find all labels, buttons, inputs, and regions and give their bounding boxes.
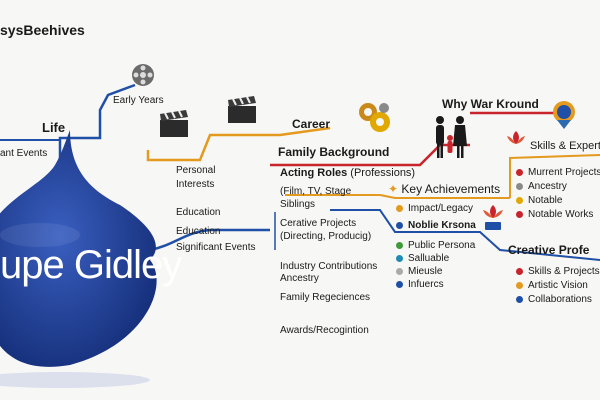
list-item-label: Mieusle bbox=[408, 266, 443, 277]
bullet-icon bbox=[516, 182, 523, 190]
list-item: Mieusle bbox=[396, 266, 442, 277]
award-badge-icon bbox=[553, 101, 575, 129]
node-significant-events: Significant Events bbox=[176, 242, 256, 253]
family-icon bbox=[436, 116, 467, 158]
node-why: Why War Kround bbox=[442, 97, 539, 111]
key-achievements-label: Key Achievements bbox=[401, 182, 501, 196]
central-bubble bbox=[0, 130, 157, 388]
node-siblings: Siblings bbox=[280, 199, 316, 210]
bullet-icon bbox=[516, 210, 523, 218]
bullet-icon bbox=[516, 281, 523, 289]
node-education-2: Education bbox=[176, 226, 221, 237]
node-early-years: Early Years bbox=[113, 95, 164, 106]
acting-roles-label: Acting Roles bbox=[280, 167, 348, 179]
list-item: Artistic Vision bbox=[516, 280, 588, 291]
sparkle-icon: ✦ bbox=[388, 182, 399, 196]
list-item-label: Artistic Vision bbox=[528, 280, 588, 291]
bullet-icon bbox=[396, 280, 403, 288]
bullet-icon bbox=[396, 267, 403, 275]
node-noble-persona: Noblie Krsona bbox=[396, 220, 476, 231]
list-item-label: Notable bbox=[528, 195, 563, 206]
list-item-label: Salluable bbox=[408, 253, 450, 264]
node-film-tv-stage: (Film, TV, Stage bbox=[280, 186, 352, 197]
impact-legacy-label: Impact/Legacy bbox=[408, 203, 474, 214]
list-item: Ancestry bbox=[516, 181, 567, 192]
central-name: upe Gidley bbox=[0, 243, 182, 287]
clapperboard-icon bbox=[160, 110, 188, 137]
list-item-label: Murrent Projects bbox=[528, 167, 600, 178]
list-item-label: Ancestry bbox=[528, 181, 567, 192]
bullet-icon bbox=[516, 295, 523, 303]
bullet-icon bbox=[396, 241, 403, 249]
list-item-label: Infuercs bbox=[408, 279, 444, 290]
list-item-label: Public Persona bbox=[408, 240, 476, 251]
clapperboard-icon bbox=[228, 96, 256, 123]
brand-title: sysBeehives bbox=[0, 22, 85, 38]
list-item: Public Persona bbox=[396, 240, 475, 251]
bullet-icon bbox=[516, 196, 523, 204]
list-item: Skills & Projects bbox=[516, 266, 600, 277]
node-creative-projects: Cerative Projects bbox=[280, 218, 357, 229]
gears-icon bbox=[359, 103, 390, 132]
node-awards-recognition: Awards/Recogintion bbox=[280, 325, 369, 336]
node-acting-roles: Acting Roles (Professions) bbox=[280, 167, 415, 179]
node-life: Life bbox=[42, 120, 66, 135]
lotus-icon bbox=[507, 131, 525, 144]
list-item: Notable Works bbox=[516, 209, 593, 220]
node-creative-projects-sub: (Directing, Producig) bbox=[280, 231, 372, 242]
bullet-icon bbox=[516, 267, 523, 275]
list-item-label: Notable Works bbox=[528, 209, 594, 220]
list-item: Salluable bbox=[396, 253, 449, 264]
node-skills-expertise: Skills & Experti bbox=[530, 140, 600, 152]
node-impact-legacy: Impact/Legacy bbox=[396, 203, 473, 214]
list-item: Collaborations bbox=[516, 294, 592, 305]
bullet-icon bbox=[396, 221, 403, 229]
node-career: Career bbox=[292, 117, 331, 131]
acting-roles-suffix: (Professions) bbox=[350, 167, 416, 179]
node-family-regeciences: Family Regeciences bbox=[280, 292, 371, 303]
node-industry-contributions: Industry Contributions bbox=[280, 261, 378, 272]
node-creative-profile: Creative Profe bbox=[508, 243, 590, 257]
node-education-1: Education bbox=[176, 207, 221, 218]
list-item: Infuercs bbox=[396, 279, 444, 290]
list-item-label: Collaborations bbox=[528, 294, 592, 305]
bullet-icon bbox=[516, 168, 523, 176]
bullet-icon bbox=[396, 204, 403, 212]
list-item: Murrent Projects bbox=[516, 167, 600, 178]
node-significant-events-left: ant Events bbox=[0, 148, 48, 159]
node-interests: Interests bbox=[176, 179, 215, 190]
node-ancestry: Ancestry bbox=[280, 273, 319, 284]
list-item: Notable bbox=[516, 195, 562, 206]
bullet-icon bbox=[396, 254, 403, 262]
film-reel-icon bbox=[132, 64, 154, 86]
list-item-label: Skills & Projects bbox=[528, 266, 600, 277]
noble-persona-label: Noblie Krsona bbox=[408, 220, 476, 231]
node-family-background: Family Background bbox=[278, 145, 390, 159]
lotus-icon bbox=[483, 205, 503, 230]
node-key-achievements: ✦ Key Achievements bbox=[388, 182, 500, 196]
node-personal: Personal bbox=[176, 165, 216, 176]
